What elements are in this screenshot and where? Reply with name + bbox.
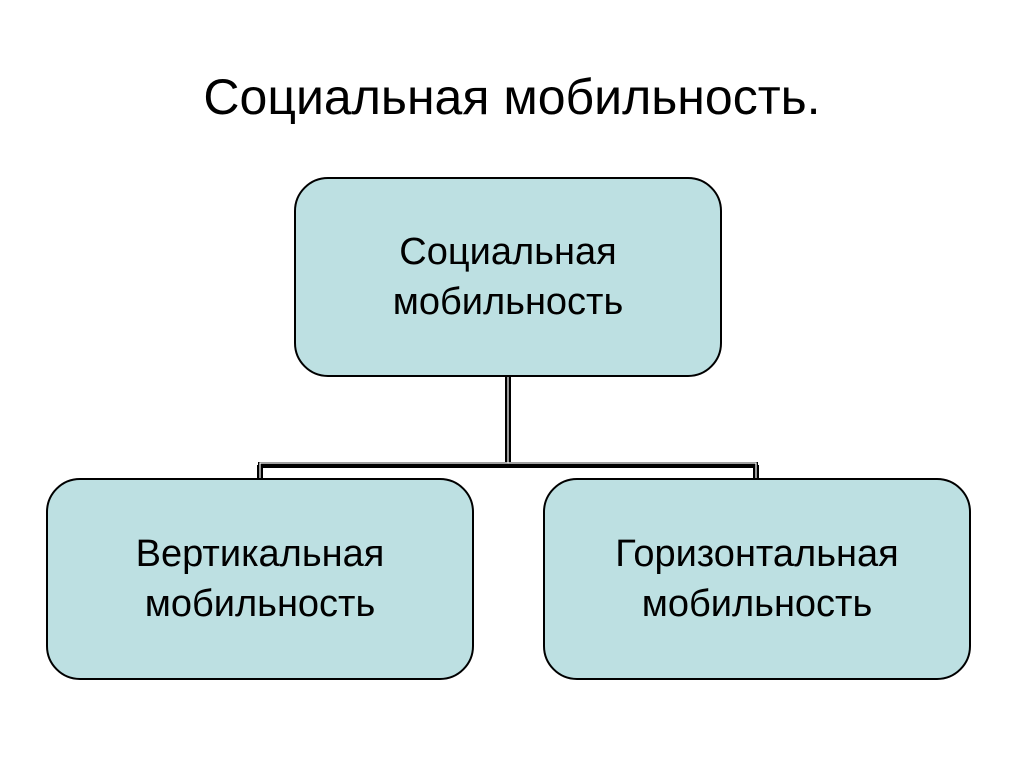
node-vertical-mobility-label: Вертикальная мобильность [135, 533, 385, 625]
node-horizontal-mobility: Горизонтальная мобильность [543, 478, 971, 680]
node-social-mobility-label: Социальная мобильность [392, 231, 624, 323]
slide-title: Социальная мобильность. [203, 69, 821, 125]
node-horizontal-mobility-label: Горизонтальная мобильность [615, 533, 899, 625]
node-vertical-mobility: Вертикальная мобильность [46, 478, 474, 680]
node-social-mobility: Социальная мобильность [294, 177, 722, 377]
